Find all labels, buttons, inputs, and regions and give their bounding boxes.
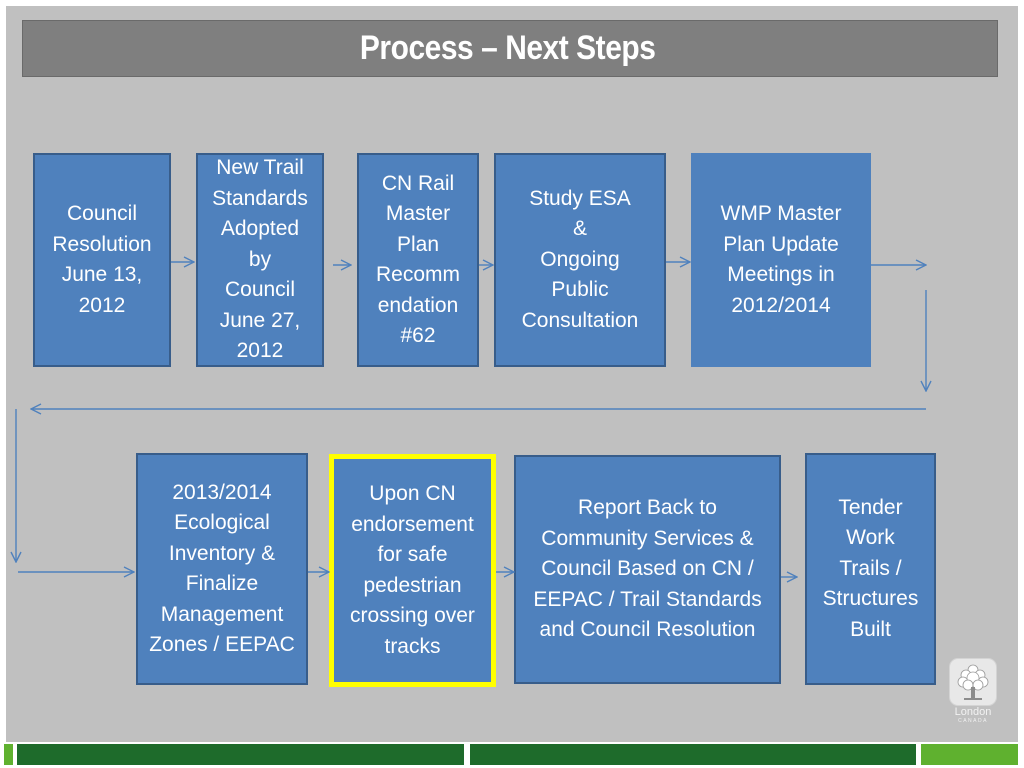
- step-ecological-inventory: 2013/2014 Ecological Inventory & Finaliz…: [136, 453, 308, 685]
- title-bar: Process – Next Steps: [22, 20, 998, 77]
- tree-icon: [957, 664, 989, 700]
- step-label: Upon CN endorsement for safe pedestrian …: [350, 482, 475, 658]
- page-title: Process – Next Steps: [359, 29, 656, 67]
- step-label: New Trail Standards Adopted by Council J…: [212, 156, 308, 363]
- step-label: CN Rail Master Plan Recomm endation #62: [375, 171, 460, 348]
- logo-tile: [949, 658, 997, 706]
- footer-bars: [0, 744, 1024, 768]
- footer-bar-left-accent: [4, 744, 13, 765]
- step-report-back: Report Back to Community Services & Coun…: [514, 455, 781, 684]
- step-wmp-master-plan: WMP Master Plan Update Meetings in 2012/…: [691, 153, 871, 367]
- step-label: 2013/2014 Ecological Inventory & Finaliz…: [149, 480, 295, 657]
- step-new-trail-standards: New Trail Standards Adopted by Council J…: [196, 153, 324, 367]
- london-logo: London CANADA: [947, 656, 999, 728]
- step-cn-endorsement: Upon CN endorsement for safe pedestrian …: [329, 454, 496, 687]
- logo-subtext: CANADA: [958, 718, 988, 724]
- step-tender-work: Tender Work Trails / Structures Built: [805, 453, 936, 685]
- step-cn-rail-master-plan: CN Rail Master Plan Recomm endation #62: [357, 153, 479, 367]
- footer-bar-1: [17, 744, 464, 765]
- step-study-esa: Study ESA & Ongoing Public Consultation: [494, 153, 666, 367]
- step-label: Council Resolution June 13, 2012: [52, 202, 152, 317]
- step-council-resolution: Council Resolution June 13, 2012: [33, 153, 171, 367]
- footer-bar-2: [470, 744, 916, 765]
- step-label: Study ESA & Ongoing Public Consultation: [521, 186, 639, 332]
- step-label: Report Back to Community Services & Coun…: [533, 496, 762, 642]
- step-label: WMP Master Plan Update Meetings in 2012/…: [720, 202, 842, 317]
- footer-bar-right-accent: [921, 744, 1018, 765]
- step-label: Tender Work Trails / Structures Built: [822, 495, 919, 641]
- logo-wordmark: London: [954, 706, 992, 718]
